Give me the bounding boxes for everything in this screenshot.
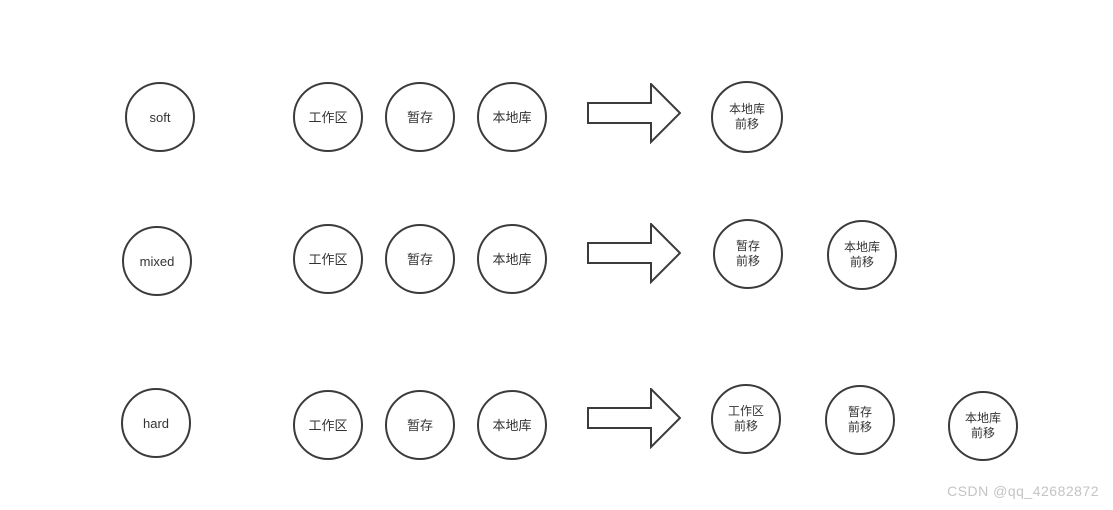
result-circle-local-repo-forward: 本地库 前移 bbox=[711, 81, 783, 153]
result-circle-local-repo-forward: 本地库 前移 bbox=[948, 391, 1018, 461]
result-circle-staging-forward: 暂存 前移 bbox=[713, 219, 783, 289]
right-arrow-icon bbox=[587, 83, 681, 144]
stage-circle-workspace: 工作区 bbox=[293, 390, 363, 460]
stage-circle-workspace: 工作区 bbox=[293, 224, 363, 294]
stage-circle-local-repo: 本地库 bbox=[477, 390, 547, 460]
result-circle-staging-forward: 暂存 前移 bbox=[825, 385, 895, 455]
stage-circle-local-repo: 本地库 bbox=[477, 82, 547, 152]
stage-circle-staging: 暂存 bbox=[385, 82, 455, 152]
stage-circle-staging: 暂存 bbox=[385, 390, 455, 460]
stage-circle-workspace: 工作区 bbox=[293, 82, 363, 152]
right-arrow-icon bbox=[587, 388, 681, 449]
mode-circle-mixed: mixed bbox=[122, 226, 192, 296]
mode-circle-soft: soft bbox=[125, 82, 195, 152]
stage-circle-staging: 暂存 bbox=[385, 224, 455, 294]
result-circle-workspace-forward: 工作区 前移 bbox=[711, 384, 781, 454]
right-arrow-icon bbox=[587, 223, 681, 284]
mode-circle-hard: hard bbox=[121, 388, 191, 458]
result-circle-local-repo-forward: 本地库 前移 bbox=[827, 220, 897, 290]
csdn-watermark: CSDN @qq_42682872 bbox=[947, 483, 1099, 499]
stage-circle-local-repo: 本地库 bbox=[477, 224, 547, 294]
